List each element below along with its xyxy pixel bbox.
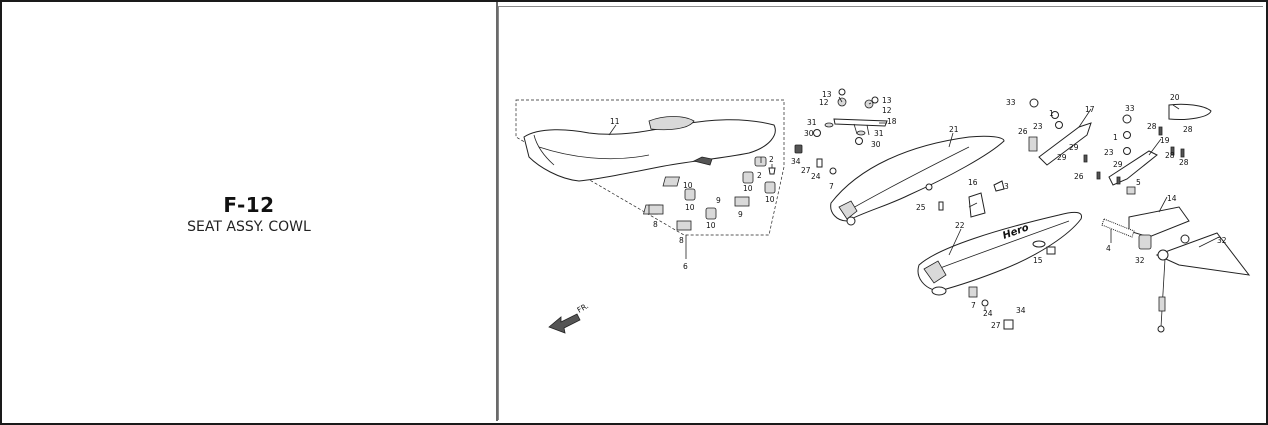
callout: 5 <box>1136 178 1141 187</box>
callout: 17 <box>1085 105 1095 114</box>
callout: 26 <box>1018 127 1028 136</box>
callout: 21 <box>949 125 959 134</box>
callout: 16 <box>968 178 978 187</box>
callout: 2 <box>757 171 762 180</box>
callout: 1 <box>1113 133 1118 142</box>
callout: 23 <box>1104 148 1114 157</box>
cushion-10c <box>684 188 696 201</box>
callout: 10 <box>765 195 775 204</box>
callout: 28 <box>1165 151 1175 160</box>
bracket-group <box>813 88 888 145</box>
damper-9b <box>734 196 750 207</box>
callout: 31 <box>874 129 884 138</box>
callout: 12 <box>819 98 829 107</box>
callout: 28 <box>1147 122 1157 131</box>
callout: 30 <box>871 140 881 149</box>
callout: 10 <box>743 184 753 193</box>
callout: 10 <box>683 181 693 190</box>
callout: 7 <box>971 301 976 310</box>
callout: 29 <box>1113 160 1123 169</box>
callout: 29 <box>1069 143 1079 152</box>
callout: 4 <box>1106 244 1111 253</box>
panel-divider <box>496 2 498 421</box>
callout: 34 <box>1016 306 1026 315</box>
bracket-18 <box>833 118 888 127</box>
callout: 15 <box>1033 256 1043 265</box>
callout: 22 <box>955 221 965 230</box>
callout: 20 <box>1170 93 1180 102</box>
diagram-frame <box>498 6 1263 420</box>
figure-title: SEAT ASSY. COWL <box>187 219 311 235</box>
callout: 8 <box>653 220 658 229</box>
seat <box>523 119 776 182</box>
callout: 32 <box>1135 256 1145 265</box>
front-marker-label: FR. <box>576 301 591 315</box>
callout: 8 <box>679 236 684 245</box>
callout: 2 <box>769 155 774 164</box>
callout: 32 <box>1217 236 1227 245</box>
seat-lock-group <box>1101 206 1251 333</box>
callout: 24 <box>811 172 821 181</box>
callout: 3 <box>1004 182 1009 191</box>
callout: 30 <box>804 129 814 138</box>
rear-garnish-group <box>1028 98 1212 195</box>
callout: 9 <box>716 196 721 205</box>
cushion-10d <box>705 207 717 220</box>
callout: 29 <box>1057 153 1067 162</box>
front-direction-arrow: FR. <box>548 301 591 334</box>
left-seat-cowl <box>794 135 1005 226</box>
callout: 34 <box>791 157 801 166</box>
callout: 1 <box>1049 109 1054 118</box>
callout-labels: 11 2 2 10 10 9 10 8 8 10 9 10 6 13 12 13… <box>610 90 1227 330</box>
callout: 26 <box>1074 172 1084 181</box>
cushion-2a <box>754 156 767 167</box>
callout: 25 <box>916 203 926 212</box>
callout: 9 <box>738 210 743 219</box>
callout: 24 <box>983 309 993 318</box>
leader-lines <box>608 96 1220 311</box>
callout: 18 <box>887 117 897 126</box>
callout: 10 <box>706 221 716 230</box>
callout: 6 <box>683 262 688 271</box>
callout: 13 <box>882 96 892 105</box>
damper-8c <box>648 204 664 215</box>
callout: 33 <box>1125 104 1135 113</box>
callout: 27 <box>991 321 1001 330</box>
callout: 19 <box>1160 136 1170 145</box>
cushion-10b <box>764 181 776 194</box>
callout: 7 <box>829 182 834 191</box>
exploded-parts-diagram: FR. Hero <box>515 88 1251 334</box>
damper-9a <box>662 176 680 187</box>
callout: 11 <box>610 117 620 126</box>
cushion-10a <box>742 171 754 184</box>
callout: 33 <box>1006 98 1016 107</box>
callout: 14 <box>1167 194 1177 203</box>
callout: 31 <box>807 118 817 127</box>
callout: 27 <box>801 166 811 175</box>
damper-8b <box>676 220 692 231</box>
callout: 10 <box>685 203 695 212</box>
figure-code: F-12 <box>223 193 275 217</box>
callout: 23 <box>1033 122 1043 131</box>
callout: 28 <box>1183 125 1193 134</box>
seat-assembly-group <box>515 99 785 259</box>
callout: 28 <box>1179 158 1189 167</box>
callout: 13 <box>822 90 832 99</box>
clip-2b <box>768 167 776 175</box>
right-seat-cowl: Hero <box>917 180 1083 330</box>
callout: 12 <box>882 106 892 115</box>
